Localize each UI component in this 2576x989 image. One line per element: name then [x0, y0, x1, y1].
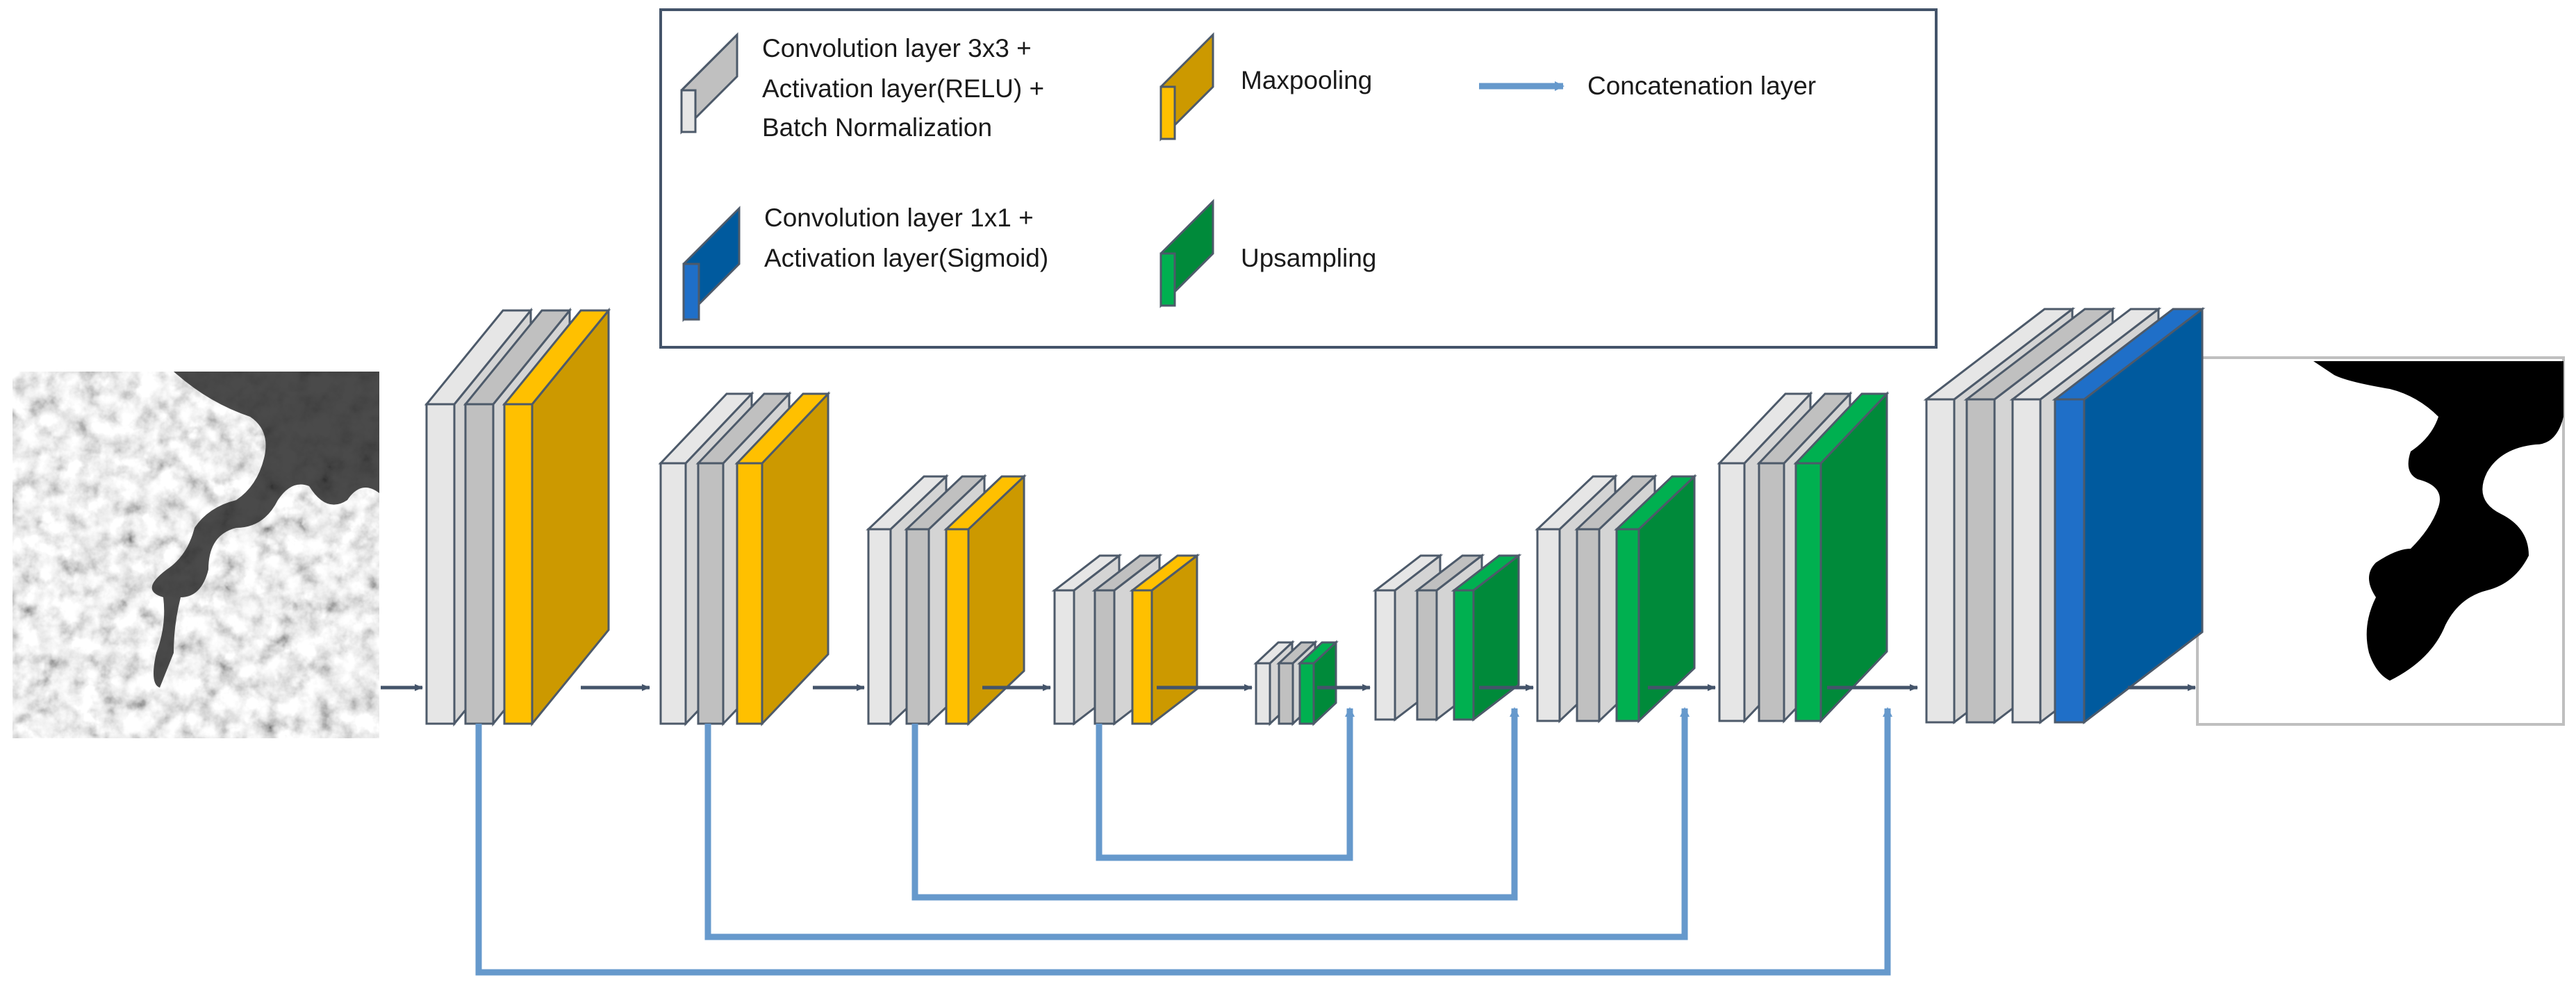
- legend-conv1-line-1: Convolution layer 1x1 +: [764, 203, 1034, 232]
- layer-maxpool: [1129, 553, 1200, 726]
- layer-front-face: [1536, 528, 1561, 722]
- layer-front-face: [425, 403, 456, 725]
- layer-front-face: [1615, 528, 1640, 722]
- skip-connection-enc4-to-dec4: [1096, 707, 1355, 861]
- skip-connections: [475, 707, 1892, 976]
- block-enc4: [1051, 553, 1200, 726]
- skip-connection-enc3-to-dec3: [911, 707, 1519, 901]
- layer-front-face: [1576, 528, 1601, 722]
- layer-front-face: [1416, 589, 1438, 721]
- block-dec4: [1372, 553, 1522, 722]
- legend-upsample-label: Upsampling: [1241, 244, 1376, 272]
- output-mask: [2196, 356, 2565, 726]
- legend-concat-label: Concatenation layer: [1587, 72, 1816, 100]
- network-blocks: [424, 306, 2206, 727]
- layer-maxpool: [502, 307, 611, 727]
- legend-conv1-line-2: Activation layer(Sigmoid): [764, 244, 1048, 272]
- legend-conv3-swatch-icon: [680, 32, 738, 135]
- layer-front-face: [1053, 589, 1075, 725]
- block-dec3: [1535, 474, 1697, 724]
- legend-upsample-swatch-icon: [1159, 199, 1214, 308]
- layer-front-face: [1374, 589, 1396, 721]
- layer-front-face: [1965, 398, 1996, 724]
- legend-conv3-line-3: Batch Normalization: [762, 113, 992, 142]
- layer-front-face: [1794, 462, 1822, 722]
- block-bottleneck: [1253, 640, 1339, 726]
- layer-front-face: [1255, 662, 1271, 725]
- input-image: [13, 372, 379, 738]
- layer-front-face: [2011, 398, 2042, 724]
- layer-front-face: [1298, 662, 1315, 725]
- layer-front-face: [736, 462, 763, 725]
- layer-front-face: [697, 462, 725, 725]
- legend-conv1-swatch-icon: [682, 206, 741, 322]
- block-enc2: [658, 391, 831, 726]
- layer-front-face: [1925, 398, 1956, 724]
- layer-front-face: [945, 528, 970, 725]
- layer-front-face: [2054, 398, 2086, 724]
- skip-connection-enc1-to-dec1: [475, 707, 1892, 976]
- layer-front-face: [1131, 589, 1153, 725]
- layer-front-face: [1278, 662, 1294, 725]
- layer-front-face: [905, 528, 930, 725]
- block-dec1: [1923, 306, 2206, 725]
- layer-upsample: [1297, 640, 1339, 726]
- legend-maxpool-swatch-icon: [1159, 32, 1214, 142]
- layer-conv1: [2051, 306, 2206, 725]
- legend-conv3-line-1: Convolution layer 3x3 +: [762, 34, 1032, 63]
- layer-front-face: [464, 403, 495, 725]
- block-enc3: [866, 474, 1027, 726]
- layer-front-face: [1453, 589, 1475, 721]
- layer-maxpool: [734, 391, 831, 726]
- layer-front-face: [1718, 462, 1746, 722]
- output-mask-shape: [2313, 361, 2563, 681]
- layer-front-face: [659, 462, 687, 725]
- layer-upsample: [1451, 553, 1522, 722]
- layer-front-face: [1093, 589, 1116, 725]
- skip-connection-enc2-to-dec2: [704, 707, 1690, 940]
- layer-front-face: [503, 403, 534, 725]
- layer-upsample: [1793, 391, 1890, 724]
- layer-maxpool: [943, 474, 1027, 726]
- legend-maxpool-label: Maxpooling: [1241, 66, 1372, 94]
- legend: Convolution layer 3x3 + Activation layer…: [659, 8, 1938, 349]
- block-dec2: [1717, 391, 1890, 724]
- block-enc1: [424, 307, 611, 727]
- layer-front-face: [1758, 462, 1785, 722]
- layer-upsample: [1614, 474, 1697, 724]
- input-image-dark-region: [151, 372, 379, 688]
- legend-box: [659, 8, 1938, 349]
- layer-front-face: [867, 528, 892, 725]
- legend-conv3-line-2: Activation layer(RELU) +: [762, 74, 1044, 103]
